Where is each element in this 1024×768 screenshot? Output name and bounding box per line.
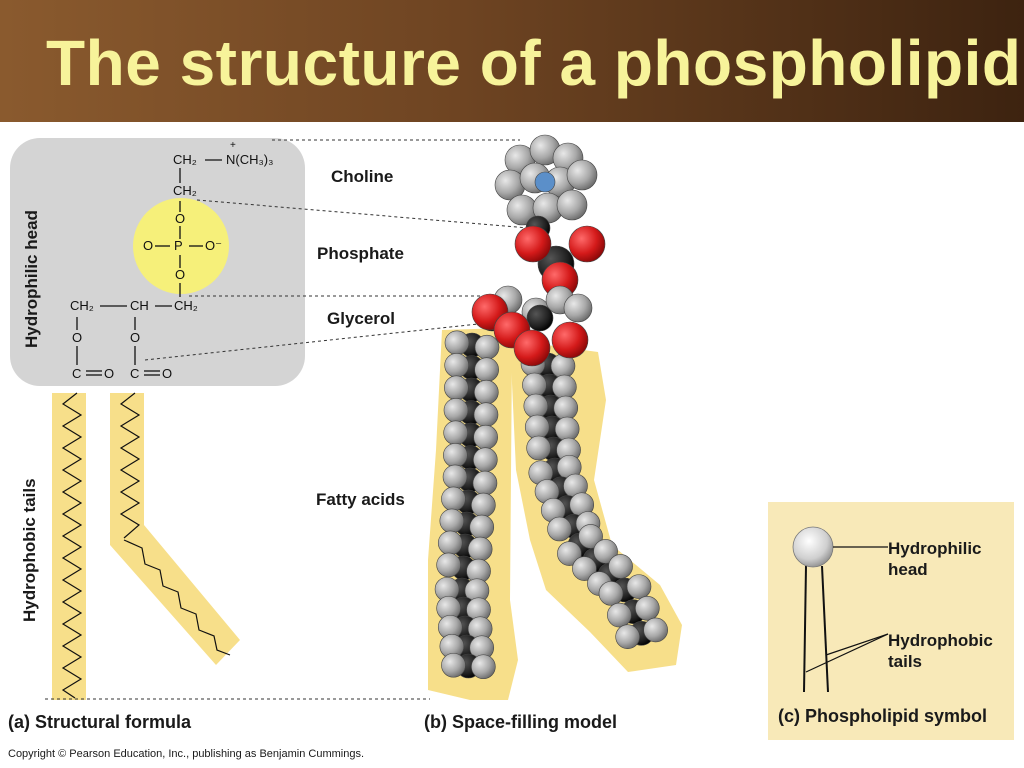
phosphate-o-top: O [175, 211, 186, 226]
oxygen-atom [568, 225, 606, 263]
hydrogen-atom [524, 414, 550, 440]
hydrogen-atom [474, 357, 499, 383]
ester-o-left: O [72, 330, 83, 345]
hydrogen-atom [469, 514, 495, 540]
hydrogen-atom [626, 574, 652, 599]
hydrogen-atom [572, 556, 597, 581]
hydrogen-atom [441, 652, 466, 678]
hydrogen-atom [473, 447, 498, 473]
carbonyl-c-left: C [72, 366, 82, 381]
phosphate-highlight-circle [133, 198, 229, 294]
label-fatty-acids: Fatty acids [316, 490, 405, 509]
hydrogen-atom [566, 159, 598, 191]
hydrogen-atom [444, 330, 470, 356]
hydrogen-atom [526, 435, 551, 461]
copyright-notice: Copyright © Pearson Education, Inc., pub… [8, 748, 365, 760]
choline-ch2: CH₂ [173, 152, 197, 167]
hydrophilic-head-side-label: Hydrophilic head [22, 210, 41, 348]
phosphate-o-left: O [143, 238, 154, 253]
hydrogen-atom [444, 352, 469, 378]
caption-structural-formula: (a) Structural formula [8, 712, 192, 732]
hydrogen-atom [523, 393, 549, 419]
caption-phospholipid-symbol: (c) Phospholipid symbol [778, 706, 988, 726]
hydrogen-atom [441, 486, 466, 512]
carbonyl-o-left: O [104, 366, 115, 381]
label-symbol-tails: Hydrophobic tails [888, 631, 993, 671]
hydrogen-atom [593, 539, 618, 564]
label-phosphate: Phosphate [317, 244, 404, 263]
label-glycerol: Glycerol [327, 309, 396, 328]
hydrogen-atom [439, 508, 465, 534]
formula-bonds [76, 159, 222, 376]
hydrogen-atom [598, 581, 624, 606]
title-banner: The structure of a phospholipid [0, 0, 1024, 122]
choline-n-group: N(CH₃)₃ [226, 152, 274, 167]
hydrogen-atom [552, 374, 577, 400]
hydrogen-atom [473, 402, 499, 428]
symbol-tails [803, 565, 829, 693]
oxygen-atom [514, 225, 552, 263]
hydrogen-atom [443, 420, 468, 446]
glycerol-ch: CH [130, 298, 149, 313]
carbonyl-c-right: C [130, 366, 140, 381]
hydrogen-atom [556, 189, 588, 221]
hydrogen-atom [607, 602, 632, 628]
tail-band-saturated [52, 393, 86, 700]
hydrogen-atom [443, 397, 469, 423]
carbon-atom [526, 304, 554, 332]
hydrogen-atom [563, 293, 593, 323]
hydrogen-atom [553, 395, 579, 421]
phosphate-o-bottom: O [175, 267, 186, 282]
unsaturated-chain-upper [119, 392, 141, 539]
hydrogen-atom [467, 536, 493, 562]
model-head-atoms [471, 134, 606, 367]
caption-space-filling-model: (b) Space-filling model [424, 712, 618, 732]
guide-lines [45, 139, 529, 700]
nitrogen-atom [534, 171, 556, 193]
hydrogen-atom [635, 595, 660, 621]
hydrogen-atom [554, 416, 580, 442]
carbonyl-o-right: O [162, 366, 173, 381]
hydrogen-atom [474, 334, 500, 360]
hydrogen-atom [547, 516, 572, 542]
hydrogen-atom [444, 375, 469, 401]
glycerol-ch2-left: CH₂ [70, 298, 94, 313]
hydrogen-atom [643, 617, 668, 643]
hydrogen-atom [615, 624, 640, 650]
saturated-chain [61, 392, 83, 699]
hydrogen-atom [437, 530, 463, 556]
hydrogen-atom [557, 541, 582, 566]
oxygen-atom [551, 321, 589, 359]
hydrogen-atom [608, 554, 633, 579]
slide-title: The structure of a phospholipid [46, 27, 1022, 99]
label-symbol-head: Hydrophilic head [888, 539, 982, 579]
model-tail-2-atoms [520, 351, 668, 650]
oxygen-atom [513, 329, 551, 367]
glycerol-ch2-right: CH₂ [174, 298, 198, 313]
label-choline: Choline [331, 167, 394, 186]
hydrogen-atom [578, 524, 603, 549]
hydrogen-atom [472, 470, 498, 496]
ch2-second: CH₂ [173, 183, 197, 198]
hydrogen-atom [443, 442, 468, 468]
hydrogen-atom [474, 379, 499, 405]
hydrogen-atom [471, 492, 496, 518]
phosphate-o-minus: O⁻ [205, 238, 222, 253]
unsaturated-chain-lower [123, 539, 231, 656]
hydrogen-atom [471, 654, 496, 680]
hydrogen-atom [442, 464, 468, 490]
phosphorus: P [174, 238, 183, 253]
hydrogen-atom [473, 424, 498, 450]
hydrogen-atom [522, 372, 547, 398]
symbol-leader-lines [805, 546, 889, 673]
symbol-head-circle [792, 526, 834, 568]
n-plus-charge: + [230, 140, 236, 151]
hydrogen-atom [436, 552, 461, 578]
ester-o-right: O [130, 330, 141, 345]
hydrophobic-tails-side-label: Hydrophobic tails [20, 478, 39, 622]
tail-band-unsaturated [110, 393, 240, 665]
model-tail-1-atoms [434, 330, 500, 680]
